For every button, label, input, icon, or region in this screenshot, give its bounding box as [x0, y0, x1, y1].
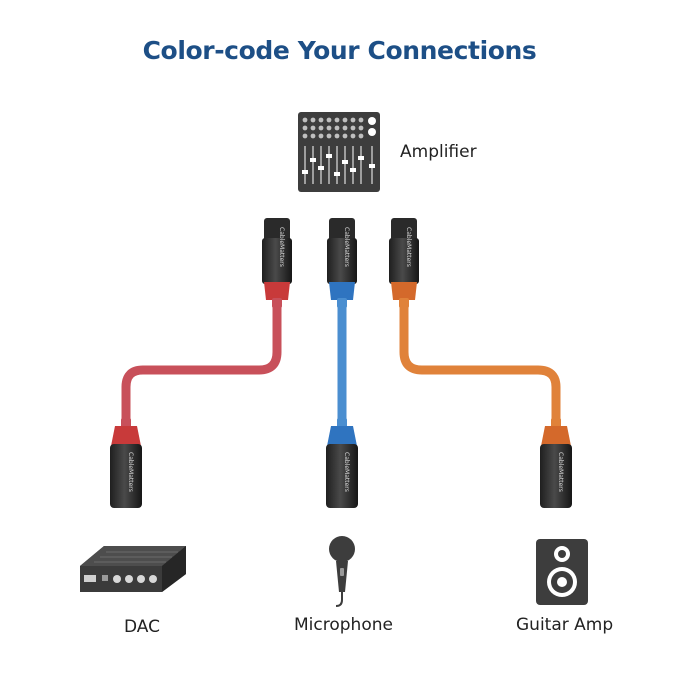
- microphone-icon: [329, 536, 355, 607]
- brand-mark-orange-bottom: CableMatters: [557, 452, 564, 492]
- brand-mark-red-top: CableMatters: [278, 227, 285, 267]
- dac-icon: [80, 546, 186, 592]
- xlr-female-plug-blue: [326, 418, 358, 508]
- dac-label: DAC: [124, 617, 160, 637]
- red-cable: [121, 295, 282, 435]
- xlr-male-plug-blue: [327, 218, 357, 308]
- mixer-icon: [298, 112, 380, 192]
- xlr-female-plug-red: [110, 418, 142, 508]
- speaker-icon: [536, 539, 588, 605]
- orange-cable: [399, 295, 561, 435]
- microphone-label: Microphone: [294, 615, 393, 635]
- amplifier-label: Amplifier: [400, 142, 477, 162]
- xlr-female-plug-orange: [540, 418, 572, 508]
- page-title: Color-code Your Connections: [142, 36, 537, 65]
- brand-mark-orange-top: CableMatters: [405, 227, 412, 267]
- guitar-amp-label: Guitar Amp: [516, 615, 614, 635]
- xlr-male-plug-orange: [389, 218, 419, 308]
- xlr-male-plug-red: [262, 218, 292, 308]
- brand-mark-blue-top: CableMatters: [343, 227, 350, 267]
- brand-mark-blue-bottom: CableMatters: [343, 452, 350, 492]
- brand-mark-red-bottom: CableMatters: [127, 452, 134, 492]
